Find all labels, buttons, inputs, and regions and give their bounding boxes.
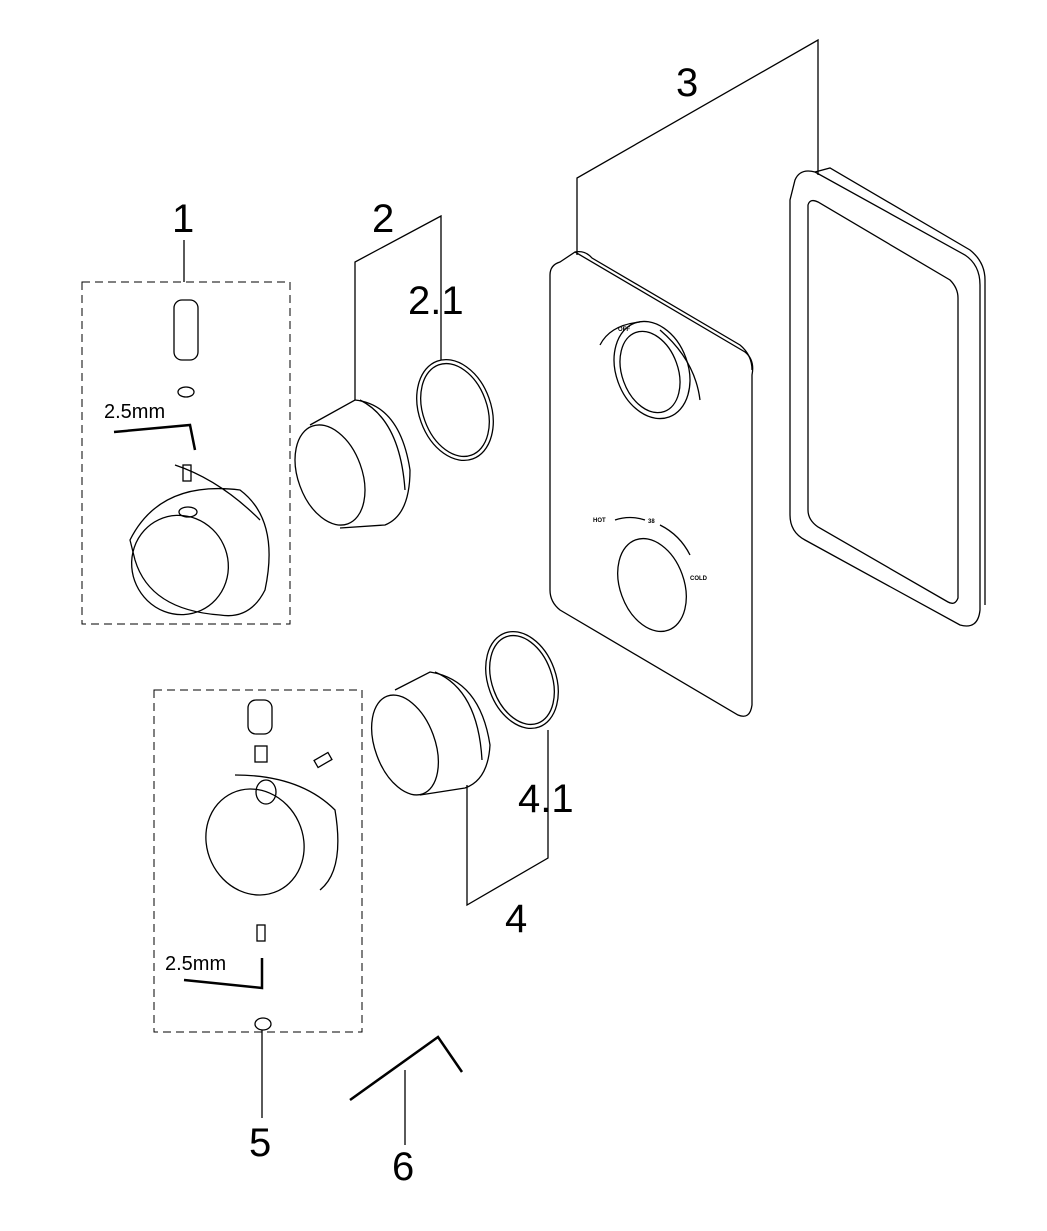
part-2-1-seal-ring bbox=[416, 358, 494, 462]
temperature-marking: 38 bbox=[648, 519, 655, 525]
part-1-handle-kit bbox=[81, 281, 291, 625]
part-2-sleeve bbox=[294, 399, 411, 529]
leader-lines bbox=[183, 38, 819, 1145]
tool-size-label-2: 2.5mm bbox=[165, 953, 226, 975]
callout-4-1: 4.1 bbox=[518, 777, 574, 821]
part-4-1-seal-ring bbox=[485, 630, 559, 730]
callout-5: 5 bbox=[249, 1121, 271, 1165]
off-marking: OFF bbox=[618, 327, 630, 333]
part-5-handle-kit bbox=[153, 689, 363, 1033]
hot-marking: HOT bbox=[593, 518, 606, 524]
part-4-sleeve bbox=[371, 671, 491, 796]
cold-marking: COLD bbox=[690, 576, 708, 582]
part-6-hex-key bbox=[349, 1035, 464, 1102]
part-3-cover-plate: OFF HOT 38 COLD bbox=[549, 167, 986, 717]
callout-3: 3 bbox=[676, 61, 698, 105]
callout-6: 6 bbox=[392, 1145, 414, 1189]
callout-2-1: 2.1 bbox=[408, 279, 464, 323]
callout-4: 4 bbox=[505, 897, 527, 941]
callout-2: 2 bbox=[372, 197, 394, 241]
callout-1: 1 bbox=[172, 197, 194, 241]
tool-size-label-1: 2.5mm bbox=[104, 401, 165, 423]
